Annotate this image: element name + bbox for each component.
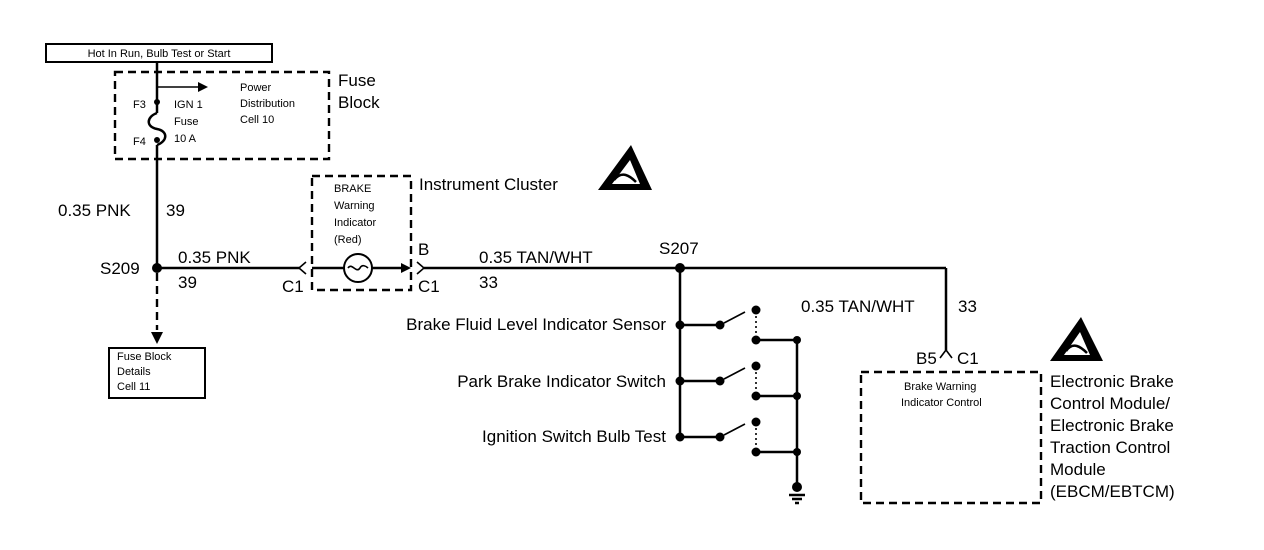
switch-2-icon (675, 361, 801, 401)
fuse-pin-f4: F4 (133, 136, 146, 148)
esd-warning-icon (598, 145, 652, 190)
brake-indicator-line-1: BRAKE (334, 183, 371, 195)
instrument-cluster-outline (310, 174, 413, 292)
fuse-terminal-bottom (154, 137, 160, 143)
fuse-label-3: 10 A (174, 133, 197, 145)
switch-3-icon (675, 417, 801, 457)
tan-horizontal-circuit: 33 (479, 273, 498, 292)
cluster-pin-b: B (418, 240, 429, 259)
fuse-block-title-2: Block (338, 93, 380, 112)
pd-arrow-head (198, 82, 208, 92)
ebcm-connector-label: C1 (957, 349, 979, 368)
switch-1-label: Brake Fluid Level Indicator Sensor (406, 315, 666, 334)
fuse-pin-f3: F3 (133, 99, 146, 111)
fuse-ref-box (108, 347, 206, 399)
bulb-filament (347, 264, 369, 271)
ebcm-inner-line-1: Brake Warning (904, 381, 976, 393)
brake-indicator-line-2: Warning (334, 200, 375, 212)
brake-indicator-line-3: Indicator (334, 217, 377, 229)
cluster-connector-left (297, 261, 307, 275)
fuse-label-2: Fuse (174, 116, 198, 128)
ebcm-title-1: Electronic Brake (1050, 372, 1174, 391)
power-distribution-2: Distribution (240, 98, 295, 110)
splice-s209-label: S209 (100, 259, 140, 278)
cluster-connector-right (416, 261, 426, 275)
pnk-vertical-gauge: 0.35 PNK (58, 201, 131, 220)
splice-s207-label: S207 (659, 239, 699, 258)
tan-horizontal-gauge: 0.35 TAN/WHT (479, 248, 593, 267)
switch-1-icon (675, 305, 801, 345)
ebcm-inner-line-2: Indicator Control (901, 397, 982, 409)
ebcm-connector (939, 348, 953, 359)
power-distribution-3: Cell 10 (240, 114, 274, 126)
pnk-horizontal-gauge: 0.35 PNK (178, 248, 251, 267)
fuse-element-icon (147, 111, 167, 147)
ebcm-title-5: Module (1050, 460, 1106, 479)
cluster-internal-arrow (401, 263, 411, 273)
instrument-cluster-title: Instrument Cluster (419, 175, 558, 194)
power-distribution-1: Power (240, 82, 272, 94)
ebcm-pin-b5: B5 (916, 349, 937, 368)
fuse-block-outline (113, 70, 331, 161)
switch-2-label: Park Brake Indicator Switch (457, 372, 666, 391)
brake-indicator-line-4: (Red) (334, 234, 362, 246)
switch-3-label: Ignition Switch Bulb Test (482, 427, 666, 446)
pnk-vertical-circuit: 39 (166, 201, 185, 220)
ebcm-title-3: Electronic Brake (1050, 416, 1174, 435)
hot-in-run-label: Hot In Run, Bulb Test or Start (88, 48, 231, 60)
fuse-ref-line-2: Details (117, 366, 151, 378)
ebcm-title-6: (EBCM/EBTCM) (1050, 482, 1175, 501)
tan-vertical-circuit: 33 (958, 297, 977, 316)
fuse-label-1: IGN 1 (174, 99, 203, 111)
fuse-ref-arrow-head (151, 332, 163, 344)
tan-vertical-gauge: 0.35 TAN/WHT (801, 297, 915, 316)
fuse-terminal-top (154, 99, 160, 105)
cluster-connector-right-label: C1 (418, 277, 440, 296)
fuse-ref-line-3: Cell 11 (117, 381, 150, 393)
ebcm-title-4: Traction Control (1050, 438, 1170, 457)
hot-in-run-label-box (45, 43, 273, 63)
ground-icon (789, 482, 805, 505)
pnk-horizontal-circuit: 39 (178, 273, 197, 292)
ebcm-title-2: Control Module/ (1050, 394, 1170, 413)
fuse-block-title-1: Fuse (338, 71, 376, 90)
ebcm-esd-warning-icon (1050, 317, 1103, 361)
fuse-ref-line-1: Fuse Block (117, 351, 172, 363)
cluster-connector-left-label: C1 (282, 277, 304, 296)
